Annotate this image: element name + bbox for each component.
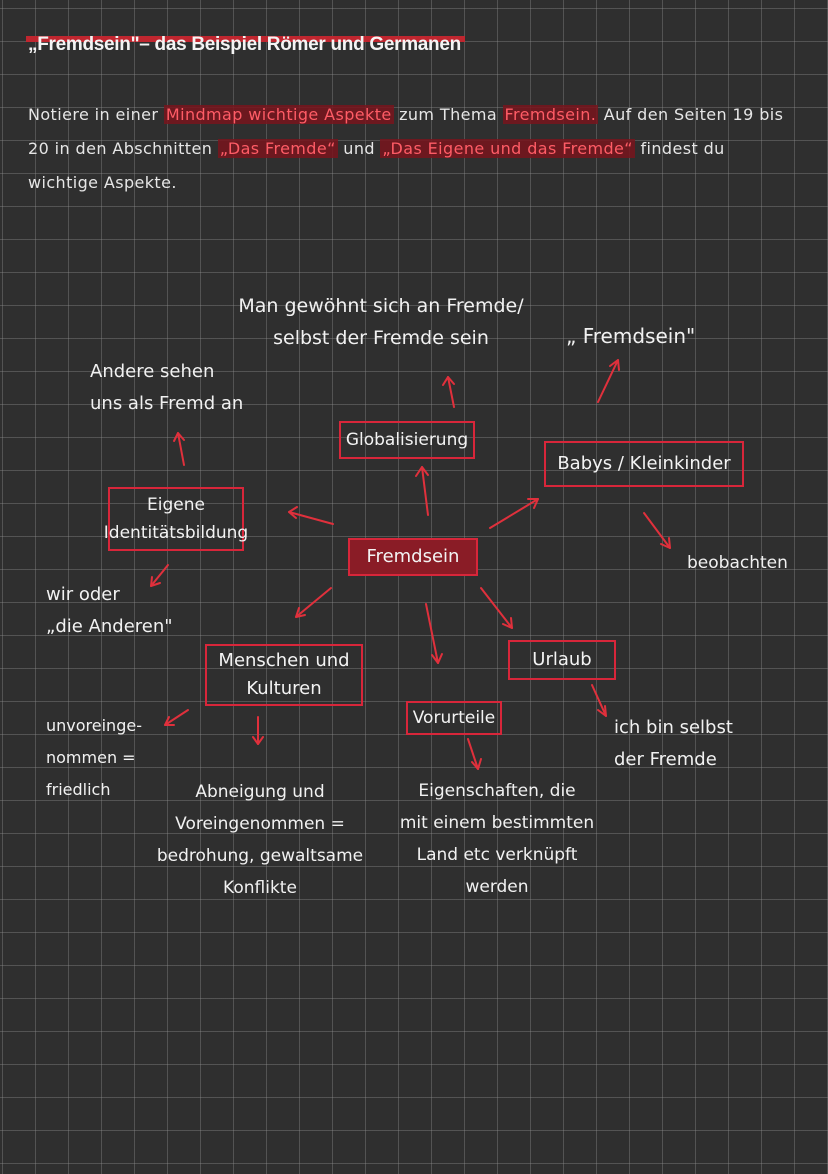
intro-text-4: und	[337, 139, 381, 158]
node-babys-kleinkinder: Babys / Kleinkinder	[544, 441, 744, 487]
arrow-to-selbst-fremde	[591, 684, 607, 717]
arrow-to-globalisierung	[415, 466, 429, 516]
node-vorurteile-label: Vorurteile	[412, 708, 496, 728]
node-identitaetsbildung: Eigene Identitätsbildung	[104, 487, 248, 551]
intro-highlight-das-fremde: „Das Fremde“	[217, 139, 338, 158]
node-urlaub-label: Urlaub	[532, 649, 592, 670]
note-gewoehnt: Man gewöhnt sich an Fremde/ selbst der F…	[238, 295, 524, 349]
intro-highlight-eigene-fremde: „Das Eigene und das Fremde“	[380, 139, 635, 158]
node-babys-label: Babys / Kleinkinder	[557, 453, 731, 474]
arrow-to-menschen	[295, 587, 332, 618]
node-identitaet-label: Eigene Identitätsbildung	[103, 495, 249, 543]
note-abneigung: Abneigung und Voreingenommen = bedrohung…	[156, 782, 364, 898]
arrow-to-abneigung	[252, 716, 264, 745]
intro-text-5: findest du wichtige Aspekte.	[28, 139, 725, 192]
arrow-to-andere-sehen	[173, 432, 185, 466]
intro-text-1: Notiere in einer	[28, 105, 164, 124]
node-menschen-kulturen: Menschen und Kulturen	[205, 644, 363, 706]
node-globalisierung: Globalisierung	[339, 421, 475, 459]
node-globalisierung-label: Globalisierung	[345, 430, 469, 450]
note-selbst-fremde: ich bin selbst der Fremde	[614, 717, 733, 770]
task-instruction: Notiere in einer Mindmap wichtige Aspekt…	[28, 98, 798, 200]
intro-text-3: Auf den Seiten 19 bis 20 in den Abschnit…	[28, 105, 784, 158]
arrow-to-vorurteile	[425, 603, 443, 664]
note-andere-sehen: Andere sehen uns als Fremd an	[90, 361, 244, 414]
arrow-to-unvoreingenommen	[164, 709, 189, 726]
arrow-to-urlaub	[480, 587, 513, 629]
intro-highlight-mindmap: Mindmap wichtige Aspekte	[163, 105, 394, 124]
intro-highlight-fremdsein: Fremdsein.	[502, 105, 599, 124]
arrow-to-fremdsein-quote	[597, 359, 620, 403]
arrow-to-wir-oder	[150, 564, 169, 587]
title-text: „Fremdsein"– das Beispiel Römer und Germ…	[28, 34, 461, 55]
node-urlaub: Urlaub	[508, 640, 616, 680]
arrow-to-beobachten	[643, 512, 671, 549]
page-title: „Fremdsein"– das Beispiel Römer und Germ…	[26, 34, 465, 56]
note-fremdsein-quote: „ Fremdsein"	[566, 324, 696, 348]
node-vorurteile: Vorurteile	[406, 701, 502, 735]
note-wir-oder: wir oder „die Anderen"	[46, 584, 173, 637]
note-beobachten: beobachten	[687, 553, 788, 573]
node-menschen-label: Menschen und Kulturen	[218, 650, 350, 699]
note-unvoreingenommen: unvoreinge- nommen = friedlich	[46, 716, 142, 799]
note-eigenschaften: Eigenschaften, die mit einem bestimmten …	[399, 781, 595, 897]
arrow-to-gewoehnt	[442, 376, 455, 408]
arrow-to-eigenschaften	[467, 738, 482, 770]
node-fremdsein-label: Fremdsein	[366, 546, 460, 567]
node-fremdsein-center: Fremdsein	[348, 538, 478, 576]
arrow-to-identitaet	[288, 506, 334, 525]
intro-text-2: zum Thema	[393, 105, 503, 124]
arrow-to-babys	[489, 498, 539, 529]
